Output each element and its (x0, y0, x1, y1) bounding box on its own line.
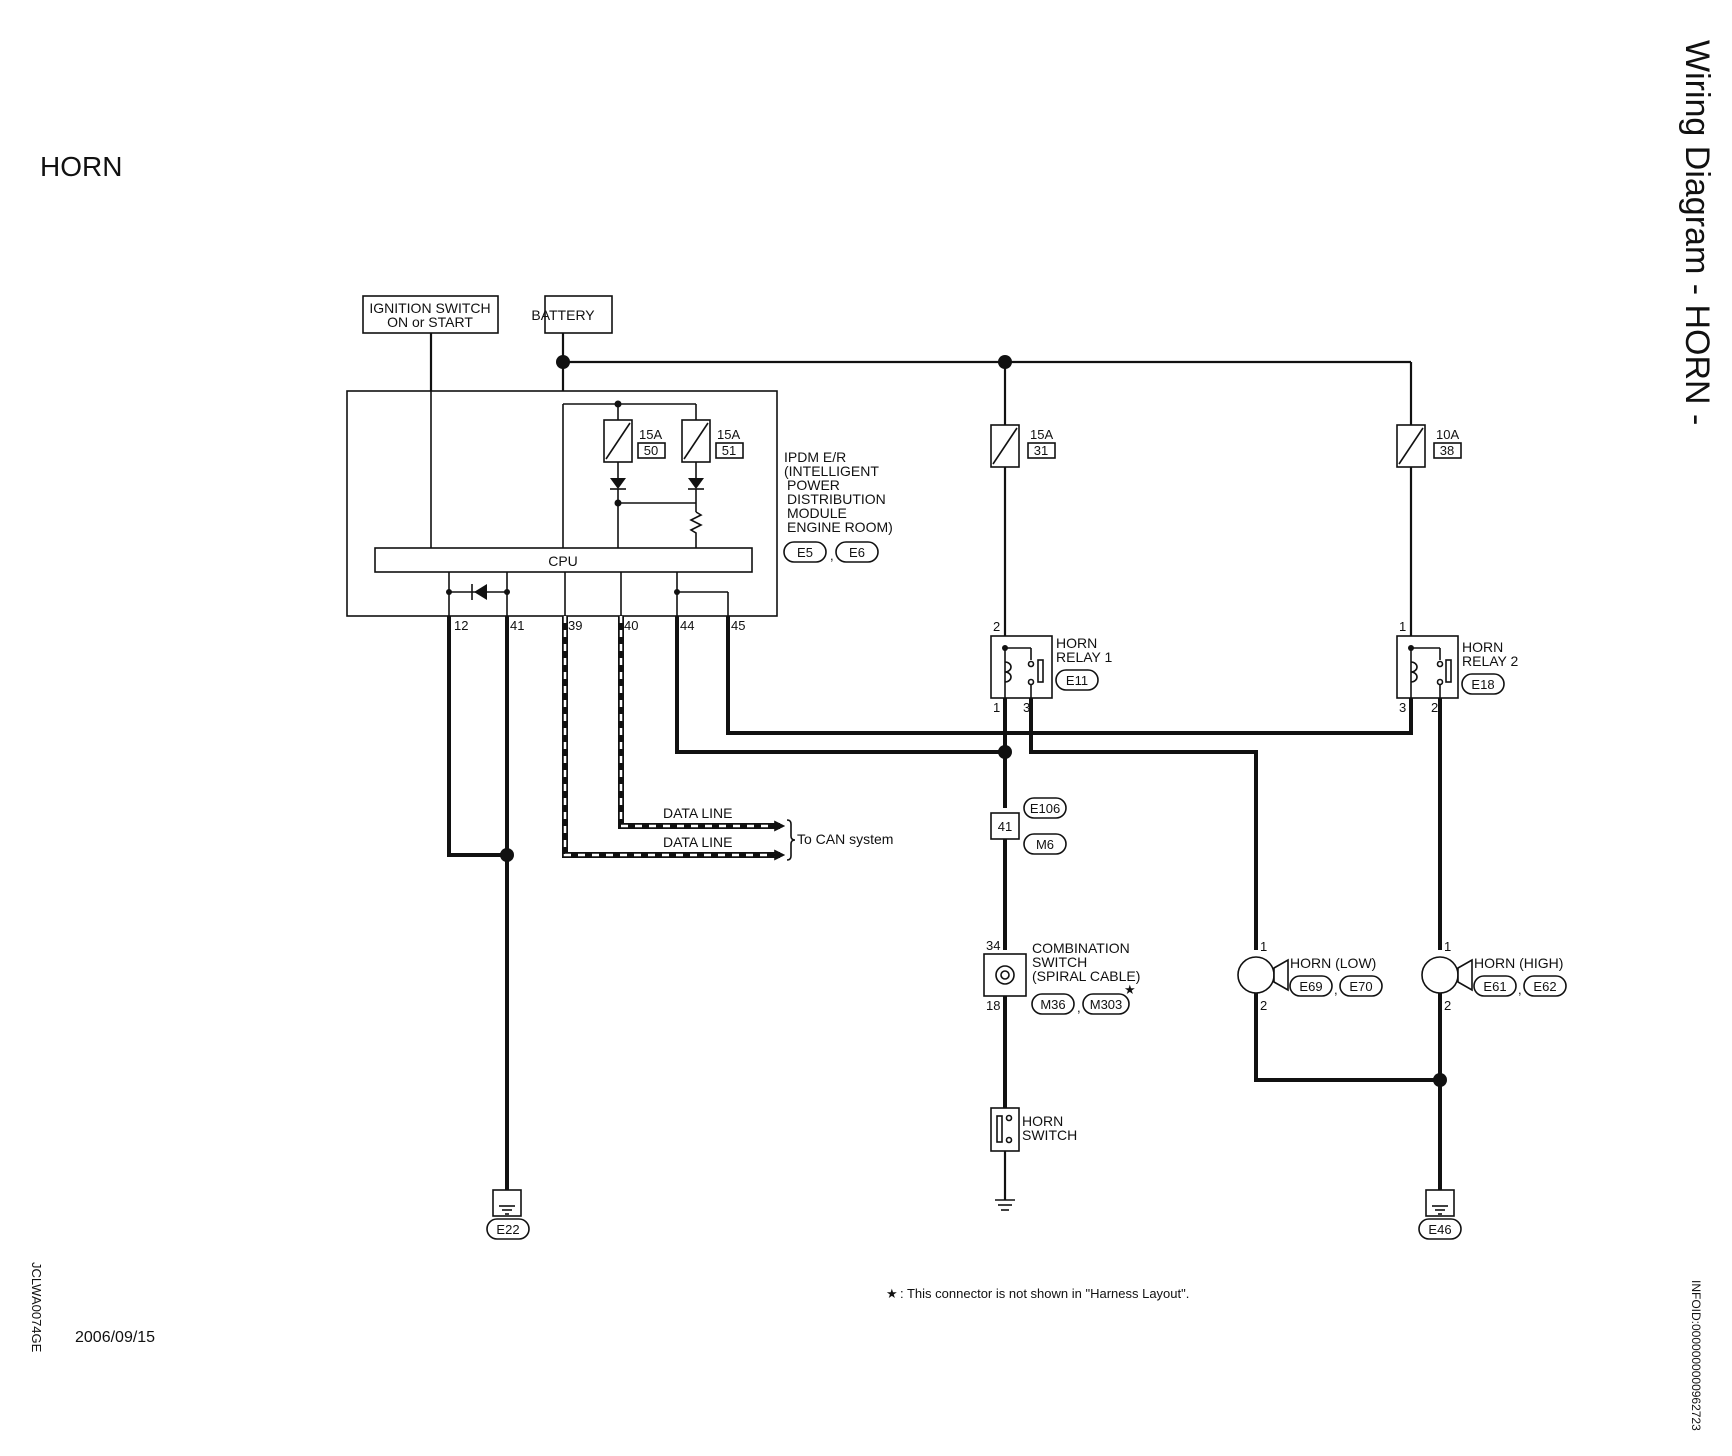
ipdm-pin-41: 41 (510, 618, 524, 633)
ipdm-fuse-51-number: 51 (722, 443, 736, 458)
relay2-pin-left: 3 (1399, 700, 1406, 715)
data-line-label-2: DATA LINE (663, 834, 733, 850)
horn-low-connector-e69: E69 (1299, 979, 1322, 994)
relay-wiring (675, 616, 1442, 950)
horn-low-connector-e70: E70 (1349, 979, 1372, 994)
junction-connector-m6: M6 (1036, 837, 1054, 852)
ipdm-label-line3: POWER (787, 477, 840, 493)
figure-code: JCLWA0074GE (29, 1262, 44, 1353)
relay1-pin-top: 2 (993, 619, 1000, 634)
relay2-pin-right: 2 (1431, 700, 1438, 715)
ipdm-pin-45: 45 (731, 618, 745, 633)
battery-bus (429, 333, 1413, 425)
battery-label: BATTERY (531, 307, 595, 323)
horn-switch-ground-icon (995, 1151, 1015, 1211)
page-title: HORN (40, 151, 122, 182)
footnote-text: : This connector is not shown in "Harnes… (900, 1286, 1189, 1301)
relay1-pin-right: 3 (1023, 700, 1030, 715)
ipdm-pin-40: 40 (624, 618, 638, 633)
ipdm-label-line1: IPDM E/R (784, 449, 846, 465)
horn-low-pin-bottom: 2 (1260, 998, 1267, 1013)
fuse-31: 15A 31 (990, 424, 1056, 468)
relay1-connector: E11 (1066, 673, 1088, 688)
horn-high-label: HORN (HIGH) (1474, 955, 1563, 971)
junction-pin-41: 41 (998, 819, 1012, 834)
relay1-pin-left: 1 (993, 700, 1000, 715)
combination-switch-pin-top: 34 (986, 938, 1000, 953)
ipdm-pin-44: 44 (680, 618, 694, 633)
footnote-star: ★ (886, 1286, 898, 1301)
ipdm-fuse-50-rating: 15A (639, 427, 662, 442)
junction-connector-e106: E106 (1030, 801, 1060, 816)
horn-high-connector-e61: E61 (1483, 979, 1506, 994)
horn-relay-2: 1 3 2 HORN RELAY 2 E18 (1396, 619, 1519, 715)
horn-switch-label-line2: SWITCH (1022, 1127, 1077, 1143)
ipdm-label-line6: ENGINE ROOM) (787, 519, 893, 535)
ipdm-fuse-50: 15A 50 (603, 404, 666, 490)
fuse-38-rating: 10A (1436, 427, 1459, 442)
relay2-pin-top: 1 (1399, 619, 1406, 634)
relay1-label-line1: HORN (1056, 635, 1097, 651)
combination-switch-pin-bottom: 18 (986, 998, 1000, 1013)
ground-e46-label: E46 (1428, 1222, 1451, 1237)
ground-e22-circuit: E22 (447, 616, 530, 1240)
fuse-31-number: 31 (1034, 443, 1048, 458)
info-id: INFOID:0000000000962723 (1689, 1280, 1703, 1431)
combination-switch-connector-m36: M36 (1040, 997, 1065, 1012)
junction-connector-e106-m6: 41 E106 M6 (990, 797, 1067, 855)
page-date: 2006/09/15 (75, 1329, 155, 1346)
ipdm-er-module: 15A 50 15A 51 CPU (346, 390, 893, 633)
combination-switch-label-line2: SWITCH (1032, 954, 1087, 970)
ground-e22-label: E22 (496, 1222, 519, 1237)
ipdm-label-line5: MODULE (787, 505, 847, 521)
ipdm-label-line4: DISTRIBUTION (787, 491, 886, 507)
horn-high-connector-e62: E62 (1533, 979, 1556, 994)
horn-switch: HORN SWITCH (990, 1107, 1077, 1152)
horn-low-label: HORN (LOW) (1290, 955, 1376, 971)
horn-relay-1: 2 1 3 HORN RELAY 1 E11 (990, 619, 1113, 715)
battery-source: BATTERY (531, 295, 613, 334)
can-system-label: To CAN system (797, 831, 893, 847)
horn-low: 1 2 HORN (LOW) E69 , E70 (1237, 939, 1383, 1013)
fuse-38-number: 38 (1440, 443, 1454, 458)
combination-switch-star: ★ (1124, 982, 1136, 997)
ipdm-fuse-50-number: 50 (644, 443, 658, 458)
ipdm-connector-separator: , (830, 548, 834, 563)
ipdm-pin-12: 12 (454, 618, 468, 633)
ipdm-label-line2: (INTELLIGENT (784, 463, 879, 479)
relay2-label-line2: RELAY 2 (1462, 653, 1519, 669)
ipdm-fuse-51-rating: 15A (717, 427, 740, 442)
horn-high-connector-separator: , (1518, 982, 1522, 997)
horn-high-pin-top: 1 (1444, 939, 1451, 954)
horn-high-pin-bottom: 2 (1444, 998, 1451, 1013)
combination-switch-label-line3: (SPIRAL CABLE) (1032, 968, 1140, 984)
ipdm-fuse-51: 15A 51 (681, 404, 744, 490)
ignition-label-line1: IGNITION SWITCH (369, 300, 490, 316)
relay1-label-line2: RELAY 1 (1056, 649, 1113, 665)
relay2-connector: E18 (1471, 677, 1494, 692)
combination-switch-connector-m303: M303 (1090, 997, 1123, 1012)
combination-switch-label-line1: COMBINATION (1032, 940, 1130, 956)
ipdm-connector-e5: E5 (797, 545, 813, 560)
ipdm-connector-e6: E6 (849, 545, 865, 560)
fuse-38: 10A 38 (1396, 424, 1462, 468)
horn-low-pin-top: 1 (1260, 939, 1267, 954)
combination-switch: 34 18 COMBINATION SWITCH (SPIRAL CABLE) … (983, 938, 1140, 1015)
ignition-switch-source: IGNITION SWITCH ON or START (362, 295, 499, 334)
fuse-31-rating: 15A (1030, 427, 1053, 442)
ignition-label-line2: ON or START (387, 314, 473, 330)
ipdm-pin-39: 39 (568, 618, 582, 633)
side-title: Wiring Diagram - HORN - (1678, 40, 1716, 425)
ground-e46-circuit: E46 (1254, 993, 1462, 1240)
relay2-label-line1: HORN (1462, 639, 1503, 655)
horn-low-connector-separator: , (1334, 982, 1338, 997)
horn-switch-label-line1: HORN (1022, 1113, 1063, 1129)
can-data-lines: DATA LINE DATA LINE To CAN system (562, 616, 893, 861)
cpu-label: CPU (548, 553, 578, 569)
data-line-label-1: DATA LINE (663, 805, 733, 821)
combination-switch-connector-separator: , (1077, 1000, 1081, 1015)
horn-high: 1 2 HORN (HIGH) E61 , E62 (1421, 939, 1567, 1013)
